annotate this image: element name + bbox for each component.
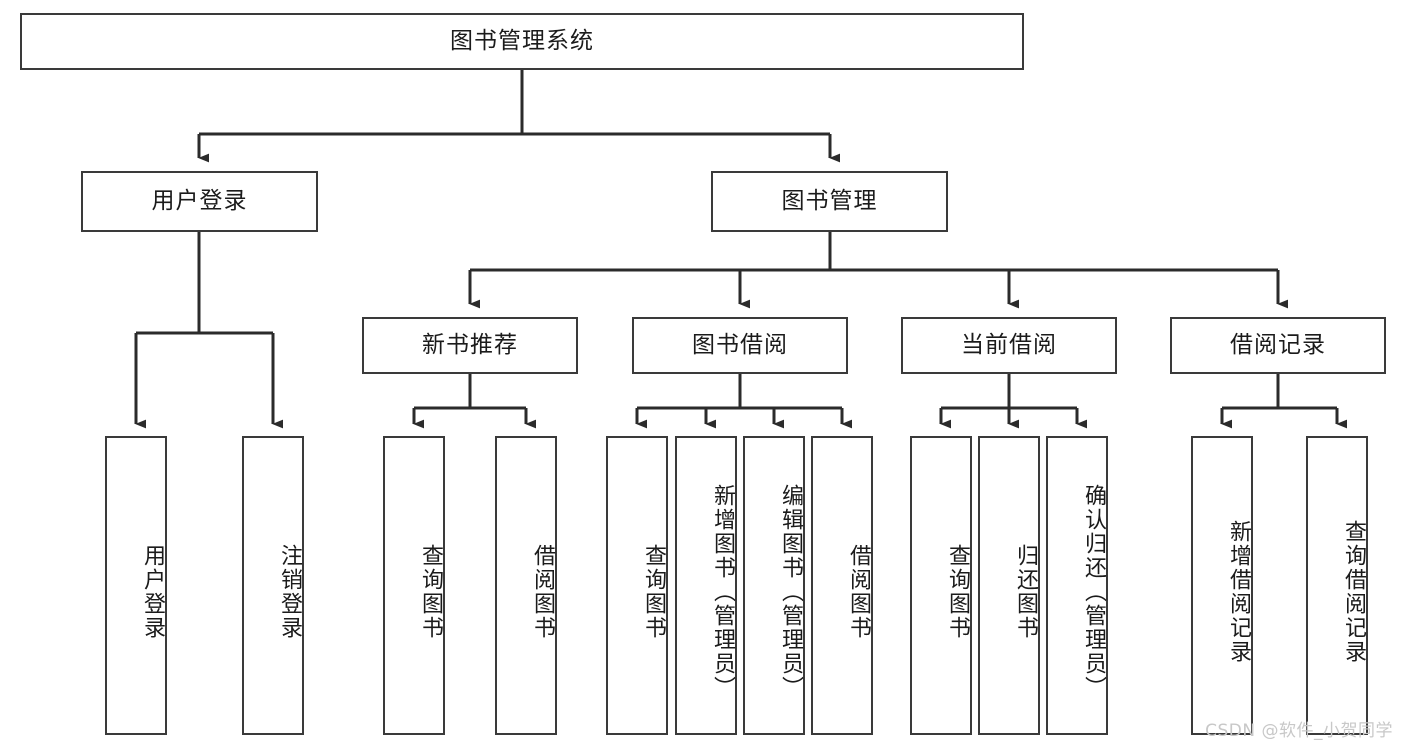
node-book-management[interactable]: 图书管理	[711, 171, 948, 232]
leaf-user-login[interactable]: 用户登录	[105, 436, 167, 735]
node-new-book-recommend[interactable]: 新书推荐	[362, 317, 578, 374]
node-label: 新书推荐	[422, 331, 518, 358]
node-label: 借阅记录	[1230, 331, 1326, 358]
node-book-borrow[interactable]: 图书借阅	[632, 317, 848, 374]
node-user-login[interactable]: 用户登录	[81, 171, 318, 232]
leaf-current-query-book[interactable]: 查询图书	[910, 436, 972, 735]
leaf-current-return-book[interactable]: 归还图书	[978, 436, 1040, 735]
leaf-borrow-add-book-admin[interactable]: 新增图书（管理员）	[675, 436, 737, 735]
node-label: 借阅图书	[846, 543, 871, 640]
leaf-record-query-borrow-record[interactable]: 查询借阅记录	[1306, 436, 1368, 735]
node-label: 归还图书	[1013, 543, 1038, 640]
node-label: 查询借阅记录	[1341, 519, 1366, 664]
leaf-record-add-borrow-record[interactable]: 新增借阅记录	[1191, 436, 1253, 735]
leaf-recommend-borrow-book[interactable]: 借阅图书	[495, 436, 557, 735]
node-label: 用户登录	[140, 543, 165, 640]
node-label: 确认归还（管理员）	[1081, 483, 1106, 700]
node-label: 编辑图书（管理员）	[778, 483, 803, 700]
leaf-borrow-borrow-book[interactable]: 借阅图书	[811, 436, 873, 735]
node-label: 新增借阅记录	[1226, 519, 1251, 664]
node-root-system[interactable]: 图书管理系统	[20, 13, 1024, 70]
node-label: 图书管理	[781, 187, 878, 214]
node-label: 查询图书	[418, 543, 443, 640]
node-label: 当前借阅	[961, 331, 1057, 358]
leaf-borrow-edit-book-admin[interactable]: 编辑图书（管理员）	[743, 436, 805, 735]
node-label: 查询图书	[641, 543, 666, 640]
node-label: 借阅图书	[530, 543, 555, 640]
node-label: 图书借阅	[692, 331, 788, 358]
node-label: 查询图书	[945, 543, 970, 640]
node-borrow-record[interactable]: 借阅记录	[1170, 317, 1386, 374]
leaf-borrow-query-book[interactable]: 查询图书	[606, 436, 668, 735]
node-current-borrow[interactable]: 当前借阅	[901, 317, 1117, 374]
node-label: 注销登录	[277, 543, 302, 640]
node-label: 用户登录	[151, 187, 248, 214]
csdn-watermark: CSDN @软件_小贺同学	[1205, 721, 1393, 741]
leaf-user-logout[interactable]: 注销登录	[242, 436, 304, 735]
node-label: 图书管理系统	[450, 27, 594, 54]
leaf-current-confirm-return-admin[interactable]: 确认归还（管理员）	[1046, 436, 1108, 735]
node-label: 新增图书（管理员）	[710, 483, 735, 700]
leaf-recommend-query-book[interactable]: 查询图书	[383, 436, 445, 735]
